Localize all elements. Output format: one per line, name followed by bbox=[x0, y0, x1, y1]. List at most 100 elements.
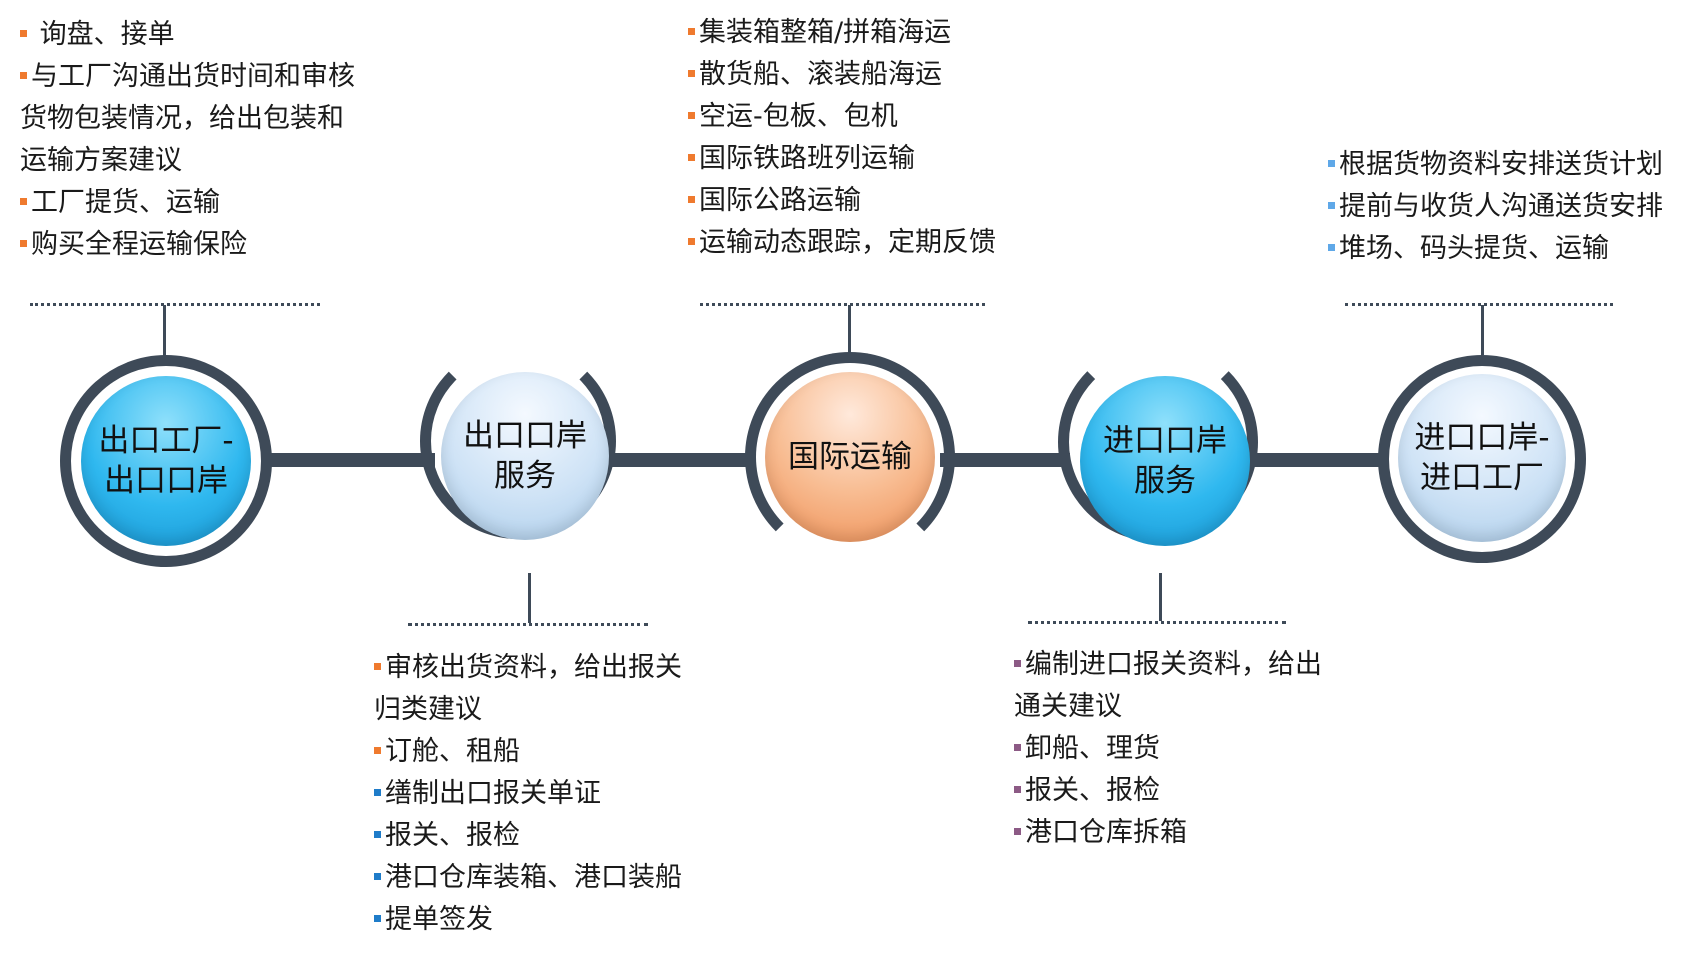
connector-1 bbox=[260, 453, 435, 467]
stage-node-import-port: 进口口岸 服务 bbox=[1080, 376, 1250, 546]
list-item: 国际铁路班列运输 bbox=[688, 138, 996, 180]
stage-label-international: 国际运输 bbox=[788, 439, 912, 475]
list-item-text: 卸船、理货 bbox=[1025, 733, 1160, 764]
list-item-text: 散货船、滚装船海运 bbox=[699, 59, 942, 90]
bullet-square-icon bbox=[688, 196, 695, 203]
dotted-line-4 bbox=[1028, 621, 1286, 624]
list-item-text: 根据货物资料安排送货计划 bbox=[1339, 149, 1663, 180]
bullet-square-icon bbox=[688, 154, 695, 161]
bullet-square-icon bbox=[20, 30, 27, 37]
stem-5 bbox=[1481, 305, 1484, 355]
stem-2 bbox=[528, 573, 531, 623]
list-item-text: 港口仓库装箱、港口装船 bbox=[385, 862, 682, 893]
list-item-text: 提前与收货人沟通送货安排 bbox=[1339, 191, 1663, 222]
list-item: 购买全程运输保险 bbox=[20, 224, 355, 266]
list-export-port: 审核出货资料，给出报关 归类建议订舱、租船缮制出口报关单证报关、报检港口仓库装箱… bbox=[374, 647, 682, 941]
list-item-text: 缮制出口报关单证 bbox=[385, 778, 601, 809]
list-item-text: 购买全程运输保险 bbox=[31, 229, 247, 260]
bullet-square-icon bbox=[374, 831, 381, 838]
dotted-line-3 bbox=[700, 303, 985, 306]
stem-1 bbox=[163, 305, 166, 357]
list-item-text: 报关、报检 bbox=[1025, 775, 1160, 806]
list-item-text: 询盘、接单 bbox=[31, 19, 175, 50]
bullet-square-icon bbox=[1014, 744, 1021, 751]
bullet-square-icon bbox=[374, 747, 381, 754]
list-item-text: 报关、报检 bbox=[385, 820, 520, 851]
stage-node-import-factory: 进口口岸- 进口工厂 bbox=[1398, 374, 1566, 542]
list-export-factory: 询盘、接单与工厂沟通出货时间和审核 货物包装情况，给出包装和 运输方案建议工厂提… bbox=[20, 14, 355, 266]
bullet-square-icon bbox=[20, 72, 27, 79]
list-item-text: 编制进口报关资料，给出 通关建议 bbox=[1014, 649, 1322, 722]
list-item-text: 集装箱整箱/拼箱海运 bbox=[699, 17, 952, 48]
bullet-square-icon bbox=[1328, 244, 1335, 251]
stage-label-export-port: 出口口岸 服务 bbox=[463, 418, 587, 494]
list-item: 报关、报检 bbox=[374, 815, 682, 857]
list-item: 提前与收货人沟通送货安排 bbox=[1328, 186, 1663, 228]
list-item-text: 堆场、码头提货、运输 bbox=[1339, 233, 1609, 264]
list-item-text: 国际铁路班列运输 bbox=[699, 143, 915, 174]
bullet-square-icon bbox=[374, 915, 381, 922]
connector-2 bbox=[600, 453, 750, 467]
bullet-square-icon bbox=[20, 198, 27, 205]
stem-4 bbox=[1159, 573, 1162, 621]
list-item: 集装箱整箱/拼箱海运 bbox=[688, 12, 996, 54]
bullet-square-icon bbox=[374, 873, 381, 880]
list-item: 工厂提货、运输 bbox=[20, 182, 355, 224]
bullet-square-icon bbox=[1014, 786, 1021, 793]
bullet-square-icon bbox=[688, 238, 695, 245]
stage-ring-3 bbox=[745, 352, 955, 562]
list-item: 港口仓库装箱、港口装船 bbox=[374, 857, 682, 899]
list-item: 缮制出口报关单证 bbox=[374, 773, 682, 815]
list-item-text: 提单签发 bbox=[385, 904, 493, 935]
list-item: 报关、报检 bbox=[1014, 770, 1322, 812]
bullet-square-icon bbox=[1014, 660, 1021, 667]
list-international: 集装箱整箱/拼箱海运散货船、滚装船海运空运-包板、包机国际铁路班列运输国际公路运… bbox=[688, 12, 996, 264]
list-item: 空运-包板、包机 bbox=[688, 96, 996, 138]
bullet-square-icon bbox=[688, 28, 695, 35]
list-item: 与工厂沟通出货时间和审核 货物包装情况，给出包装和 运输方案建议 bbox=[20, 56, 355, 182]
list-item: 询盘、接单 bbox=[20, 14, 355, 56]
list-item: 根据货物资料安排送货计划 bbox=[1328, 144, 1663, 186]
bullet-square-icon bbox=[374, 663, 381, 670]
dotted-line-2 bbox=[408, 623, 648, 626]
stage-node-export-factory: 出口工厂- 出口口岸 bbox=[81, 376, 251, 546]
list-item: 卸船、理货 bbox=[1014, 728, 1322, 770]
list-item: 订舱、租船 bbox=[374, 731, 682, 773]
connector-3 bbox=[940, 453, 1070, 467]
dotted-line-5 bbox=[1345, 303, 1613, 306]
bullet-square-icon bbox=[20, 240, 27, 247]
bullet-square-icon bbox=[374, 789, 381, 796]
dotted-line-1 bbox=[30, 303, 320, 306]
list-item: 运输动态跟踪，定期反馈 bbox=[688, 222, 996, 264]
stage-label-export-factory: 出口工厂- 出口口岸 bbox=[98, 423, 234, 499]
list-item-text: 工厂提货、运输 bbox=[31, 187, 220, 218]
list-item-text: 订舱、租船 bbox=[385, 736, 520, 767]
list-item: 编制进口报关资料，给出 通关建议 bbox=[1014, 644, 1322, 728]
list-item: 提单签发 bbox=[374, 899, 682, 941]
connector-4 bbox=[1240, 453, 1390, 467]
list-item: 港口仓库拆箱 bbox=[1014, 812, 1322, 854]
list-item-text: 国际公路运输 bbox=[699, 185, 861, 216]
stem-3 bbox=[848, 305, 851, 353]
bullet-square-icon bbox=[1328, 160, 1335, 167]
list-item: 审核出货资料，给出报关 归类建议 bbox=[374, 647, 682, 731]
list-import-port: 编制进口报关资料，给出 通关建议卸船、理货报关、报检港口仓库拆箱 bbox=[1014, 644, 1322, 854]
list-import-factory: 根据货物资料安排送货计划提前与收货人沟通送货安排堆场、码头提货、运输 bbox=[1328, 144, 1663, 270]
list-item-text: 运输动态跟踪，定期反馈 bbox=[699, 227, 996, 258]
list-item-text: 与工厂沟通出货时间和审核 货物包装情况，给出包装和 运输方案建议 bbox=[20, 61, 355, 176]
stage-node-export-port: 出口口岸 服务 bbox=[441, 372, 609, 540]
list-item-text: 港口仓库拆箱 bbox=[1025, 817, 1187, 848]
list-item-text: 审核出货资料，给出报关 归类建议 bbox=[374, 652, 682, 725]
bullet-square-icon bbox=[688, 70, 695, 77]
bullet-square-icon bbox=[1014, 828, 1021, 835]
list-item: 国际公路运输 bbox=[688, 180, 996, 222]
list-item: 散货船、滚装船海运 bbox=[688, 54, 996, 96]
bullet-square-icon bbox=[688, 112, 695, 119]
stage-node-international: 国际运输 bbox=[765, 372, 935, 542]
list-item: 堆场、码头提货、运输 bbox=[1328, 228, 1663, 270]
list-item-text: 空运-包板、包机 bbox=[699, 101, 898, 132]
stage-label-import-factory: 进口口岸- 进口工厂 bbox=[1414, 420, 1550, 496]
bullet-square-icon bbox=[1328, 202, 1335, 209]
stage-label-import-port: 进口口岸 服务 bbox=[1103, 423, 1227, 499]
